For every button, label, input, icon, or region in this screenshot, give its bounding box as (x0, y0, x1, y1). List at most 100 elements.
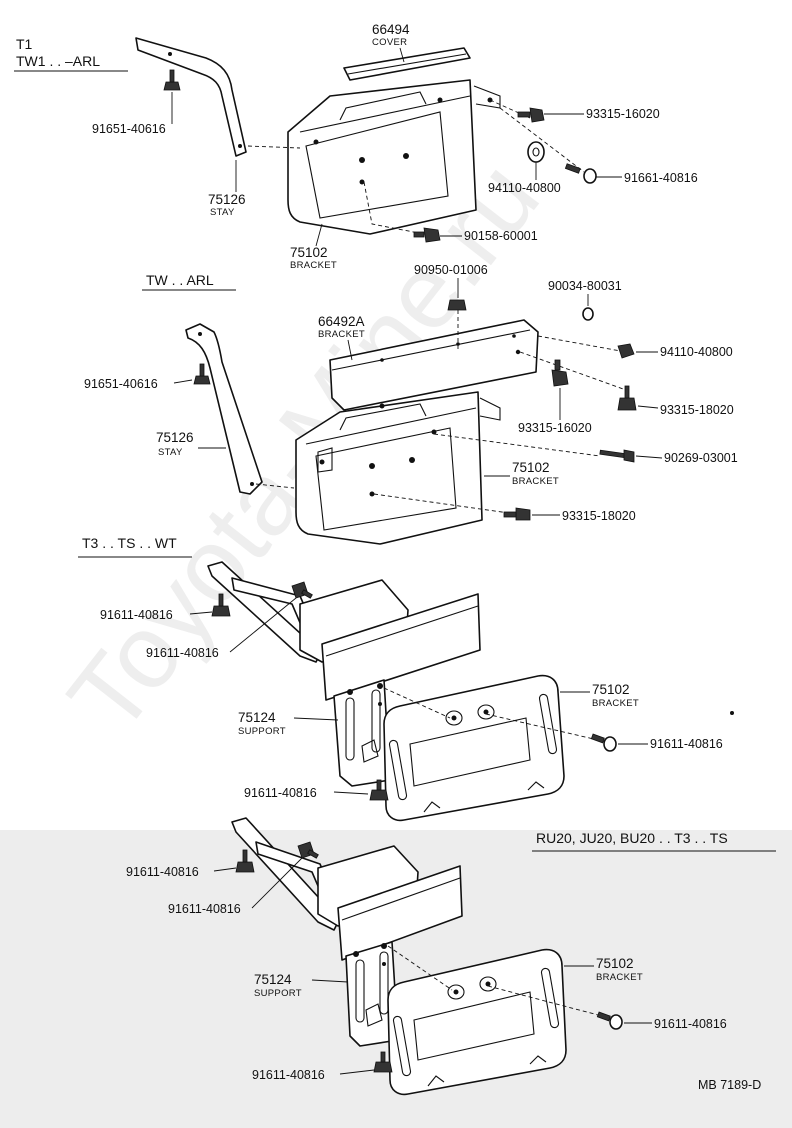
bracket-75102-s1 (287, 79, 477, 235)
part-name-stay-s2: STAY (158, 447, 183, 458)
bolt-91611-40816-s3-d (369, 779, 389, 801)
part-number-91611-40816-s4-d: 91611-40816 (252, 1068, 325, 1082)
label-75124-support-s3: 75124 SUPPORT (238, 710, 339, 737)
part-number-93315-18020-s2-lower: 93315-18020 (562, 509, 636, 523)
part-name-support-s3: SUPPORT (238, 726, 286, 737)
label-91651-40616-s1: 91651-40616 (92, 92, 173, 136)
bolt-91661-40816-s1 (564, 163, 597, 184)
label-91611-40816-s3-d: 91611-40816 (244, 786, 369, 800)
label-75126-stay-s2: 75126 STAY (156, 430, 226, 458)
bolt-91611-40816-s4-a (235, 849, 255, 873)
nut-90950-01006 (447, 299, 467, 311)
label-93315-16020-s1: 93315-16020 (544, 107, 660, 121)
bolt-91651-40616-s1 (163, 69, 181, 91)
label-91661-40816-s1: 91661-40816 (596, 171, 698, 185)
washer-94110-40800-s1 (527, 141, 545, 163)
bolt-91611-40816-s3-a (211, 593, 231, 617)
part-number-90269-03001: 90269-03001 (664, 451, 738, 465)
label-75102-bracket-s1: 75102 BRACKET (290, 223, 337, 271)
part-name-support-s4: SUPPORT (254, 988, 302, 999)
bolt-93315-16020-s1 (517, 107, 545, 123)
section-header-t3-line1: T3 . . TS . . WT (82, 535, 177, 551)
label-75102-bracket-s3: 75102 BRACKET (560, 682, 639, 709)
label-91611-40816-s3-a: 91611-40816 (100, 608, 213, 622)
bolt-91611-40816-s3-b (291, 581, 313, 599)
part-number-91611-40816-s3-d: 91611-40816 (244, 786, 317, 800)
bracket-66492a (329, 319, 539, 411)
label-75102-bracket-s4: 75102 BRACKET (564, 956, 643, 983)
section-header-tw: TW . . ARL (142, 272, 236, 291)
part-number-91651-40616-s1: 91651-40616 (92, 122, 166, 136)
label-90034-80031: 90034-80031 (548, 279, 622, 306)
label-75102-bracket-s2: 75102 BRACKET (484, 460, 559, 487)
bolt-93315-18020-s2-upper (617, 385, 637, 411)
part-number-66494: 66494 (372, 22, 410, 37)
part-number-91611-40816-s4-a: 91611-40816 (126, 865, 199, 879)
part-name-bracket-s2: BRACKET (512, 476, 559, 487)
stay-75126-s2 (185, 323, 263, 495)
part-number-91611-40816-s3-c: 91611-40816 (650, 737, 723, 751)
section-3-drawing (207, 561, 734, 822)
part-name-bracket-66492a: BRACKET (318, 329, 365, 340)
part-number-93315-18020-s2-upper: 93315-18020 (660, 403, 734, 417)
part-name-stay-s1: STAY (210, 207, 235, 218)
section-header-tw-line1: TW . . ARL (146, 272, 214, 288)
section-header-ru20-line1: RU20, JU20, BU20 . . T3 . . TS (536, 830, 728, 846)
part-number-75124-s3: 75124 (238, 710, 276, 725)
part-number-91611-40816-s3-b: 91611-40816 (146, 646, 219, 660)
label-75126-stay-s1: 75126 STAY (208, 160, 246, 218)
label-94110-40800-s2: 94110-40800 (636, 345, 733, 359)
label-91651-40616-s2: 91651-40616 (84, 377, 193, 391)
part-name-bracket-s1: BRACKET (290, 260, 337, 271)
part-name-bracket-s4: BRACKET (596, 972, 643, 983)
label-94110-40800-s1: 94110-40800 (488, 162, 561, 195)
bracket-75102-s4 (387, 948, 567, 1096)
part-number-90950-01006: 90950-01006 (414, 263, 488, 277)
part-number-91651-40616-s2: 91651-40616 (84, 377, 158, 391)
part-number-94110-40800-s1: 94110-40800 (488, 181, 561, 195)
label-93315-16020-s2: 93315-16020 (518, 388, 592, 435)
label-75124-support-s4: 75124 SUPPORT (254, 972, 349, 999)
section-header-t1-line2: TW1 . . –ARL (16, 53, 100, 69)
part-number-75126-s2: 75126 (156, 430, 194, 445)
label-91611-40816-s4-b: 91611-40816 (168, 857, 303, 916)
bolt-91611-40816-s4-b (297, 841, 319, 859)
part-number-75102-s1: 75102 (290, 245, 328, 260)
part-number-93315-16020-s1: 93315-16020 (586, 107, 660, 121)
part-number-90158-60001: 90158-60001 (464, 229, 538, 243)
bolt-91651-40616-s2 (193, 363, 211, 385)
bolt-90158-60001 (413, 227, 441, 243)
part-number-91611-40816-s4-c: 91611-40816 (654, 1017, 727, 1031)
part-number-94110-40800-s2: 94110-40800 (660, 345, 733, 359)
bolt-93315-18020-s2-lower (503, 507, 531, 521)
bolt-91611-40816-s4-c (596, 1011, 623, 1030)
label-90269-03001: 90269-03001 (635, 451, 738, 465)
clip-90034-80031 (582, 307, 594, 321)
label-93315-18020-s2-upper: 93315-18020 (637, 403, 734, 417)
section-header-t3: T3 . . TS . . WT (78, 535, 192, 558)
section-header-t1-line1: T1 (16, 36, 33, 52)
part-number-75102-s4: 75102 (596, 956, 634, 971)
part-number-91611-40816-s4-b: 91611-40816 (168, 902, 241, 916)
part-number-93315-16020-s2: 93315-16020 (518, 421, 592, 435)
part-number-66492a: 66492A (318, 314, 365, 329)
part-number-90034-80031: 90034-80031 (548, 279, 622, 293)
section-header-t1: T1 TW1 . . –ARL (14, 36, 128, 72)
bolt-90269-03001 (599, 449, 635, 463)
stay-75126-s1 (135, 37, 247, 157)
label-66494-cover: 66494 COVER (372, 22, 410, 63)
label-91611-40816-s4-d: 91611-40816 (252, 1068, 375, 1082)
bolt-91611-40816-s4-d (373, 1051, 393, 1073)
nut-94110-40800-s2 (617, 343, 635, 359)
diagram-code: MB 7189-D (698, 1078, 761, 1092)
part-number-91611-40816-s3-a: 91611-40816 (100, 608, 173, 622)
part-number-91661-40816-s1: 91661-40816 (624, 171, 698, 185)
part-number-75126-s1: 75126 (208, 192, 246, 207)
section-4-drawing (231, 817, 623, 1096)
label-91611-40816-s3-c: 91611-40816 (618, 737, 723, 751)
section-2-drawing (185, 299, 637, 545)
label-91611-40816-s3-b: 91611-40816 (146, 597, 297, 660)
part-name-cover: COVER (372, 37, 407, 48)
label-93315-18020-s2-lower: 93315-18020 (532, 509, 636, 523)
